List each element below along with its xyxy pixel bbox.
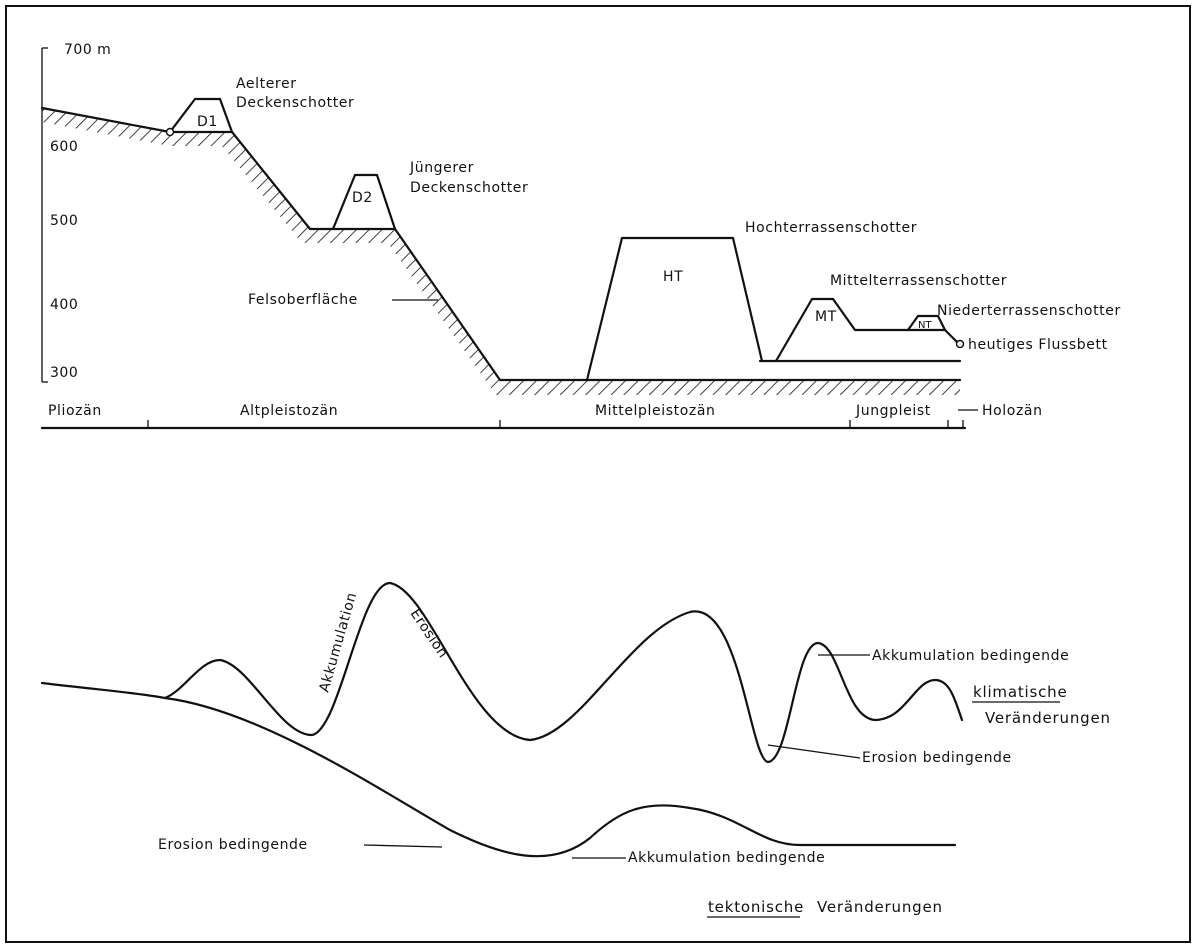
- climatic-change-curve: [40, 581, 964, 764]
- tectonic-title: tektonische: [708, 898, 804, 916]
- period-holozaen: Holozän: [982, 403, 1043, 419]
- terrace-d2-code: D2: [352, 190, 373, 206]
- rock-surface-line: [40, 106, 962, 382]
- climatic-title: klimatische: [973, 683, 1067, 701]
- d1-marker: [165, 127, 175, 137]
- terrace-d1: [168, 97, 234, 134]
- riverbed-label: heutiges Flussbett: [968, 337, 1108, 353]
- label-akkumulation: Akkumulation: [316, 590, 360, 694]
- terrace-d1-name-line1: Aelterer: [236, 76, 297, 92]
- y-tick-400: 400: [50, 297, 78, 313]
- period-mittelpleistozaen: Mittelpleistozän: [595, 403, 715, 419]
- tectonic-change-curve: [163, 696, 957, 858]
- y-tick-300: 300: [50, 365, 78, 381]
- climatic-erosion-leader: [767, 744, 861, 759]
- riverbed-marker: [955, 339, 965, 349]
- bedrock-hatching: [42, 108, 960, 395]
- y-axis-unit-label: 700 m: [64, 42, 111, 58]
- terrace-nt-code: NT: [918, 320, 932, 331]
- climatic-accum-label: Akkumulation bedingende: [872, 648, 1069, 664]
- change-curves: Akkumulation Erosion Akkumulation beding…: [40, 581, 1111, 918]
- terrace-d1-name-line2: Deckenschotter: [236, 95, 354, 111]
- tectonic-erosion-label: Erosion bedingende: [158, 837, 308, 853]
- terrace-ht-code: HT: [663, 269, 683, 285]
- terrace-d2-name-line1: Jüngerer: [409, 160, 474, 176]
- terrace-nt: [906, 314, 959, 344]
- tectonic-accum-label: Akkumulation bedingende: [628, 850, 825, 866]
- y-tick-600: 600: [50, 139, 78, 155]
- y-tick-500: 500: [50, 213, 78, 229]
- bedrock-surface-label: Felsoberfläche: [248, 292, 358, 308]
- terrace-mt: [774, 297, 947, 363]
- terrace-ht-name: Hochterrassenschotter: [745, 220, 917, 236]
- terrace-ht: [585, 236, 764, 382]
- climatic-veraenderungen: Veränderungen: [985, 709, 1111, 727]
- period-altpleistozaen: Altpleistozän: [240, 403, 338, 419]
- period-pliozaen: Pliozän: [48, 403, 102, 419]
- label-erosion: Erosion: [407, 606, 451, 661]
- terrace-d2: [331, 173, 397, 231]
- tectonic-erosion-leader: [363, 844, 443, 848]
- climatic-erosion-label: Erosion bedingende: [862, 750, 1012, 766]
- period-jungpleist: Jungpleist: [855, 403, 931, 419]
- terrace-d1-code: D1: [197, 114, 218, 130]
- tectonic-veraenderungen: Veränderungen: [817, 898, 943, 916]
- terrace-d2-name-line2: Deckenschotter: [410, 180, 528, 196]
- terrace-mt-name: Mittelterrassenschotter: [830, 273, 1007, 289]
- terrace-mt-code: MT: [815, 309, 837, 325]
- terrace-profile: 700 m 600 500 400 300 D1 Aelterer Decken…: [40, 42, 1121, 430]
- page-frame: [5, 5, 1191, 943]
- terrace-nt-name: Niederterrassenschotter: [937, 303, 1121, 319]
